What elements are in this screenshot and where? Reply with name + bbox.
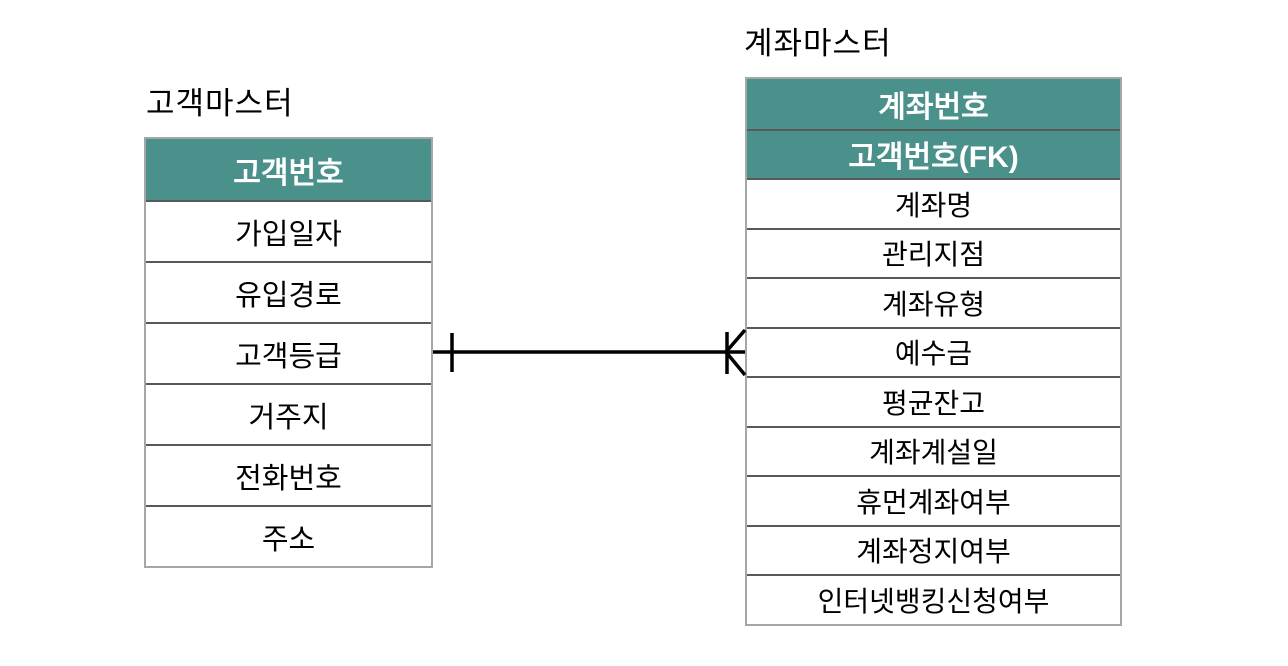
attribute-row: 주소 bbox=[146, 505, 431, 566]
attribute-row: 인터넷뱅킹신청여부 bbox=[747, 574, 1120, 624]
entity-table-customer-master: 고객번호 가입일자 유입경로 고객등급 거주지 전화번호 주소 bbox=[144, 137, 433, 568]
attribute-row: 계좌계설일 bbox=[747, 425, 1120, 475]
attribute-row: 평균잔고 bbox=[747, 376, 1120, 426]
entity-table-account-master: 계좌번호 고객번호(FK) 계좌명 관리지점 계좌유형 예수금 평균잔고 계좌계… bbox=[745, 77, 1122, 626]
entity-title-account-master: 계좌마스터 bbox=[744, 26, 892, 61]
cardinality-many-crowfoot-marker bbox=[724, 328, 747, 377]
attribute-row: 휴먼계좌여부 bbox=[747, 475, 1120, 525]
attribute-row: 계좌명 bbox=[747, 178, 1120, 228]
attribute-row: 관리지점 bbox=[747, 227, 1120, 277]
pk-attribute-row: 고객번호 bbox=[146, 139, 431, 200]
pk-attribute-row: 계좌번호 bbox=[747, 79, 1120, 129]
attribute-row: 고객등급 bbox=[146, 322, 431, 383]
fk-attribute-row: 고객번호(FK) bbox=[747, 128, 1120, 178]
attribute-row: 전화번호 bbox=[146, 444, 431, 505]
crowfoot-upper-prong bbox=[724, 328, 747, 354]
attribute-row: 가입일자 bbox=[146, 200, 431, 261]
crowfoot-lower-prong bbox=[724, 350, 747, 377]
attribute-row: 계좌정지여부 bbox=[747, 524, 1120, 574]
attribute-row: 거주지 bbox=[146, 383, 431, 444]
entity-title-customer-master: 고객마스터 bbox=[146, 86, 294, 121]
attribute-row: 계좌유형 bbox=[747, 277, 1120, 327]
attribute-row: 유입경로 bbox=[146, 261, 431, 322]
attribute-row: 예수금 bbox=[747, 326, 1120, 376]
